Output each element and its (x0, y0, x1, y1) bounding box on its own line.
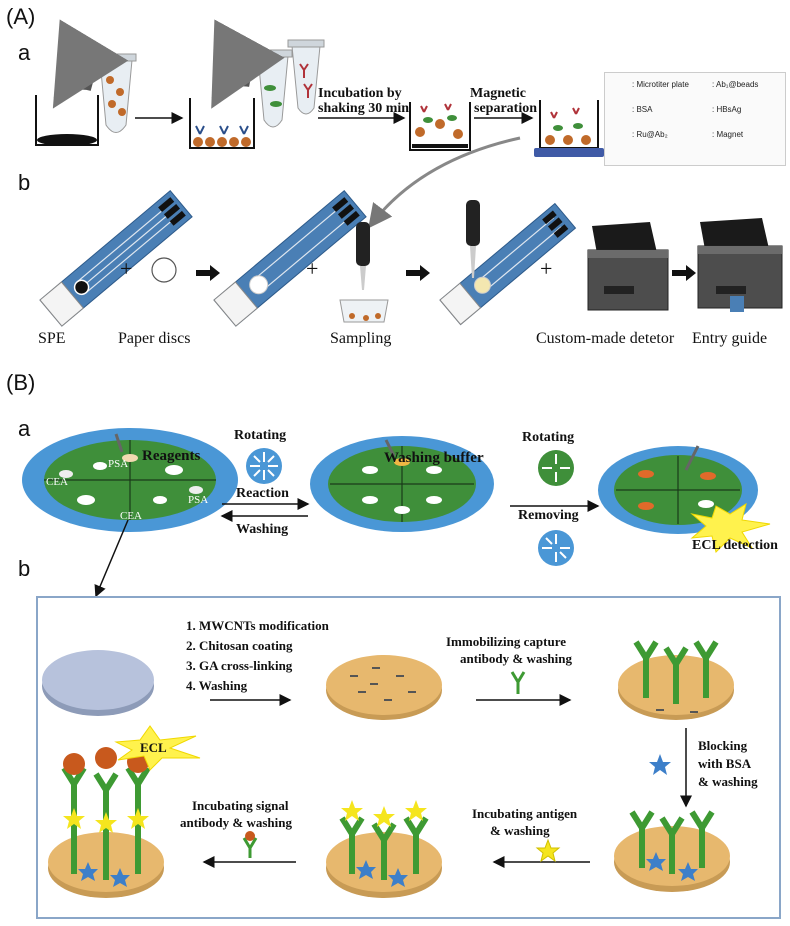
panel-a-sub-a-label: a (18, 40, 31, 65)
arrow-b2 (406, 265, 430, 281)
microtiter-plate-beads (189, 98, 255, 149)
step-4: 4. Washing (186, 678, 248, 693)
centrifugal-disc-2 (310, 436, 494, 532)
label-blocking-2: with BSA (698, 756, 752, 771)
legend-box (604, 72, 786, 166)
legend-magnet: : Magnet (712, 130, 744, 139)
label-incubating-antigen-1: Incubating antigen (472, 806, 578, 821)
panel-b-sub-b-label: b (18, 556, 31, 581)
rotating-disc-icon-2 (538, 450, 574, 486)
legend-ab1: : Ab₁@beads (712, 80, 759, 89)
label-reagents: Reagents (142, 448, 201, 464)
antigen-star-icon (535, 838, 561, 863)
disc-label-psa-1: PSA (108, 458, 129, 470)
transfer-arrow (368, 136, 521, 229)
removing-disc-icon (538, 530, 574, 566)
step-2: 2. Chitosan coating (186, 638, 293, 653)
microtiter-plate-magnet (534, 100, 604, 157)
label-blocking-3: & washing (698, 774, 758, 789)
tube-with-beads (95, 53, 137, 133)
rotating-disc-icon-1 (246, 448, 282, 484)
curved-pour-arrow-2 (211, 19, 285, 109)
label-rotating-2: Rotating (522, 430, 575, 445)
label-immobilizing-2: antibody & washing (460, 651, 572, 666)
label-incubating-signal-1: Incubating signal (192, 798, 289, 813)
detector-entry-guide (697, 218, 783, 312)
curved-pour-arrow-1 (52, 19, 129, 109)
legend-microtiter: : Microtiter plate (632, 80, 689, 89)
label-paper-discs: Paper discs (118, 330, 191, 347)
signal-antibody-icon (242, 831, 258, 858)
incubation-line-1: Incubation by (318, 86, 402, 101)
custom-detector (587, 222, 669, 311)
disc-label-cea-2: CEA (120, 510, 142, 522)
label-reaction: Reaction (236, 486, 289, 501)
label-washing-buffer: Washing buffer (384, 450, 484, 466)
paper-disc (151, 257, 177, 283)
pipette-sampling (339, 222, 389, 323)
label-blocking-1: Blocking (698, 738, 748, 753)
panel-b-label: (B) (6, 370, 36, 395)
label-entry-guide: Entry guide (692, 330, 768, 347)
incubation-line-2: shaking 30 min (318, 101, 410, 116)
legend-hbsag: : HBsAg (712, 105, 742, 114)
electrode-final-ecl (48, 747, 164, 898)
plus-1: + (120, 256, 133, 281)
label-ecl: ECL (140, 740, 167, 755)
label-detector: Custom-made detetor (536, 330, 675, 347)
label-ecl-detection: ECL detection (692, 538, 778, 553)
electrode-capture-ab (618, 640, 734, 720)
label-immobilizing-1: Immobilizing capture (446, 634, 567, 649)
tube-hbsag (253, 49, 293, 128)
tube-ru-ab2 (287, 39, 325, 115)
magnetic-line-2: separation (474, 101, 537, 116)
spe-electrode-with-disc (213, 190, 367, 327)
electrode-bsa (614, 810, 730, 892)
ecl-burst-a (690, 502, 771, 553)
spe-electrode (39, 190, 193, 327)
electrode-antigen (326, 800, 442, 898)
bsa-star-icon (649, 754, 671, 775)
disc-label-psa-2: PSA (188, 494, 209, 506)
label-washing: Washing (236, 522, 289, 537)
bare-electrode (42, 650, 154, 716)
panel-b-sub-a-label: a (18, 416, 31, 441)
step-1: 1. MWCNTs modification (186, 618, 329, 633)
panel-b-box (36, 596, 781, 919)
label-incubating-signal-2: antibody & washing (180, 815, 292, 830)
microtiter-plate-empty (35, 95, 99, 146)
ecl-burst-b (114, 725, 201, 771)
label-incubating-antigen-2: & washing (490, 823, 550, 838)
legend-ru: : Ru@Ab₂ (632, 130, 668, 139)
centrifugal-disc-1 (22, 428, 238, 532)
panel-a-label: (A) (6, 4, 36, 29)
capture-antibody-icon (510, 671, 526, 694)
label-removing: Removing (518, 508, 579, 523)
label-rotating-1: Rotating (234, 428, 287, 443)
arrow-b3 (672, 265, 696, 281)
arrow-b1 (196, 265, 220, 281)
centrifugal-disc-3 (598, 445, 758, 534)
magnetic-line-1: Magnetic (470, 86, 526, 101)
modified-electrode (326, 655, 442, 720)
step-3: 3. GA cross-linking (186, 658, 293, 673)
microtiter-plate-complex (409, 102, 471, 151)
disc-label-cea-1: CEA (46, 476, 68, 488)
spe-electrode-dropping (439, 200, 577, 326)
panel-a-sub-b-label: b (18, 170, 31, 195)
label-sampling: Sampling (330, 330, 392, 347)
legend-bsa: : BSA (632, 105, 653, 114)
plus-3: + (540, 256, 553, 281)
plus-2: + (306, 256, 319, 281)
label-spe: SPE (38, 330, 66, 347)
disc-pointer-arrow (94, 519, 129, 598)
